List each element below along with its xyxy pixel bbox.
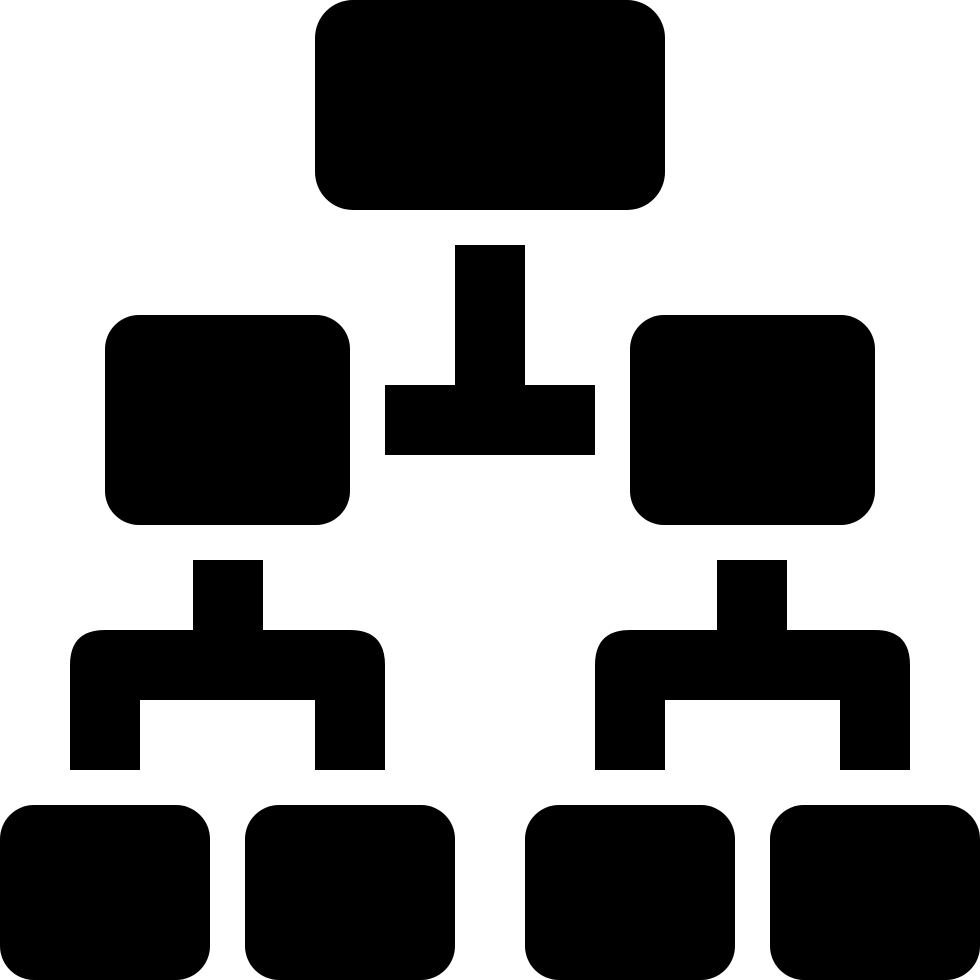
root-connector-stem <box>455 245 525 385</box>
left-connector-stem <box>193 560 263 640</box>
right-branch-node-box <box>630 315 875 525</box>
left-connector-bracket <box>70 630 385 770</box>
root-node-box <box>315 0 665 210</box>
leaf-node-box-3 <box>525 805 735 980</box>
root-connector-bar <box>385 385 595 455</box>
right-connector-bracket <box>595 630 910 770</box>
leaf-node-box-4 <box>770 805 980 980</box>
leaf-node-box-1 <box>0 805 210 980</box>
leaf-node-box-2 <box>245 805 455 980</box>
left-branch-node-box <box>105 315 350 525</box>
right-connector-stem <box>717 560 787 640</box>
